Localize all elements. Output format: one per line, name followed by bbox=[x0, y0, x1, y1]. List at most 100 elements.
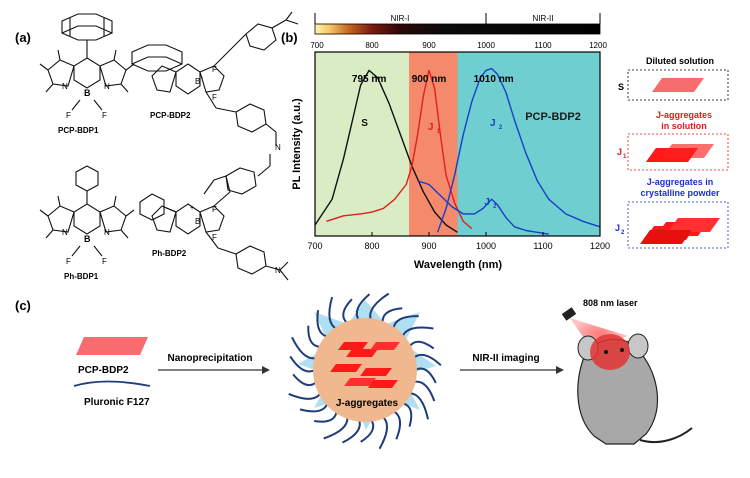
j1-box bbox=[627, 133, 729, 171]
nitrogen-atom: N bbox=[104, 82, 110, 91]
polymer-strand bbox=[401, 326, 434, 338]
laser-label: 808 nm laser bbox=[583, 298, 638, 308]
j2-title-line2: crystalline powder bbox=[640, 188, 720, 198]
boron-atom: B bbox=[195, 217, 200, 226]
polymer-strand bbox=[378, 416, 388, 450]
x-axis-label: Wavelength (nm) bbox=[414, 259, 503, 271]
charge-minus: - bbox=[201, 75, 204, 82]
ph-bdp2-structure bbox=[139, 175, 289, 281]
series-line-0 bbox=[314, 69, 458, 233]
chart-curves bbox=[314, 67, 601, 235]
peak-label: 900 nm bbox=[412, 74, 447, 85]
boron-atom: B bbox=[84, 234, 91, 244]
panel-label-b: (b) bbox=[281, 30, 298, 45]
nitrogen-atom: N bbox=[62, 228, 68, 237]
chart-regions bbox=[315, 52, 600, 236]
j1-stack bbox=[646, 144, 714, 162]
mouse-eye bbox=[620, 348, 624, 352]
x-tick-label: 1000 bbox=[476, 241, 496, 251]
curve-label: J bbox=[428, 122, 434, 133]
curve-label: J bbox=[490, 118, 496, 129]
fluorine-atom: F bbox=[66, 257, 71, 266]
fluorescent-head-signal bbox=[590, 334, 630, 370]
mouse-illustration: 808 nm laser bbox=[561, 298, 693, 445]
polymer-strand bbox=[314, 410, 338, 423]
boron-atom: B bbox=[84, 88, 91, 98]
fluorine-atom: F bbox=[102, 111, 107, 120]
fluorine-atom: F bbox=[212, 233, 217, 242]
nanoparticle: J-aggregates bbox=[288, 292, 442, 450]
ph-bdp1-structure bbox=[39, 165, 135, 257]
bar-tick-label: 1000 bbox=[477, 41, 495, 50]
nir-ii-imaging-label: NIR-II imaging bbox=[472, 353, 539, 364]
series-line-1 bbox=[326, 69, 473, 230]
bar-tick-label: 1100 bbox=[534, 41, 552, 50]
curve-label: S bbox=[361, 118, 368, 129]
nanoprecipitation-label: Nanoprecipitation bbox=[167, 353, 252, 364]
pcp-bdp2-sheet bbox=[76, 337, 148, 355]
panel-label-c: (c) bbox=[15, 298, 31, 313]
pcp-bdp2-label: PCP-BDP2 bbox=[150, 111, 191, 120]
mouse-tail bbox=[639, 427, 693, 444]
fluorine-atom: F bbox=[102, 257, 107, 266]
peak-label: 1010 nm bbox=[474, 74, 514, 85]
bar-tick-label: 800 bbox=[365, 41, 379, 50]
polymer-label: Pluronic F127 bbox=[84, 397, 150, 408]
plot-frame bbox=[314, 51, 601, 237]
fluorine-atom: F bbox=[66, 111, 71, 120]
nitrogen-atom: N bbox=[275, 266, 281, 275]
series-line-2 bbox=[436, 67, 601, 233]
nitrogen-atom: N bbox=[104, 228, 110, 237]
j1-title-line2: in solution bbox=[661, 121, 707, 131]
bar-tick-label: 900 bbox=[422, 41, 436, 50]
nir-bar-ticks: 700 800 900 1000 1100 1200 bbox=[310, 41, 607, 50]
j2-stack bbox=[640, 218, 720, 244]
bar-tick-label: 1200 bbox=[589, 41, 607, 50]
polymer-strand bbox=[342, 419, 361, 444]
pcp-bdp2-structure bbox=[131, 11, 299, 195]
mouse-eye bbox=[604, 350, 608, 354]
j2-box bbox=[627, 201, 729, 249]
laser-beam bbox=[570, 318, 628, 350]
polymer-strand bbox=[323, 416, 349, 440]
boron-atom: B bbox=[195, 77, 200, 86]
polymer-strand bbox=[409, 392, 429, 420]
chart-compound-label: PCP-BDP2 bbox=[525, 111, 581, 123]
j1-title-line1: J-aggregates bbox=[656, 110, 712, 120]
laser-head bbox=[561, 307, 577, 321]
polymer-strand bbox=[342, 298, 353, 324]
series-line-3 bbox=[417, 180, 549, 235]
polymer-strand bbox=[408, 340, 435, 350]
j2-subscript: 2 bbox=[621, 230, 625, 236]
polymer-strand bbox=[73, 380, 151, 387]
peak-labels: 795 nm 900 nm 1010 nm bbox=[352, 74, 514, 85]
charge-plus: + bbox=[190, 205, 194, 212]
polymer-strand bbox=[413, 380, 436, 402]
j1-subscript: 1 bbox=[623, 154, 627, 160]
x-tick-label: 1100 bbox=[533, 241, 552, 251]
nitrogen-atom: N bbox=[275, 143, 281, 152]
pcp-bdp1-label: PCP-BDP1 bbox=[58, 126, 99, 135]
monomer-sheet bbox=[652, 78, 704, 92]
bar-tick-label: 700 bbox=[310, 41, 324, 50]
diluted-solution-title: Diluted solution bbox=[646, 56, 714, 66]
peak-label: 795 nm bbox=[352, 74, 387, 85]
region-band-2 bbox=[457, 52, 600, 236]
j2-title-line1: J-aggregates in bbox=[647, 177, 714, 187]
polymer-strand bbox=[288, 392, 322, 400]
nir-ii-label: NIR-II bbox=[533, 14, 554, 23]
x-tick-label: 900 bbox=[421, 241, 436, 251]
y-axis-label: PL Intensity (a.u.) bbox=[291, 98, 303, 190]
x-tick-label: 800 bbox=[364, 241, 379, 251]
polymer-strand bbox=[402, 402, 413, 427]
j1-label: J bbox=[617, 147, 622, 157]
curve-label-subscript: 1 bbox=[437, 129, 441, 135]
polymer-strand bbox=[392, 410, 402, 440]
j2-label: J bbox=[615, 223, 620, 233]
polymer-strand bbox=[292, 373, 318, 387]
